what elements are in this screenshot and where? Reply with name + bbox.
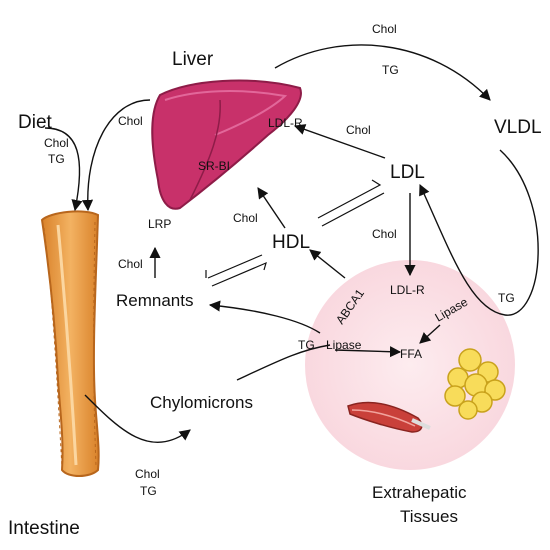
- liver-intestine-chol-label: Chol: [118, 114, 143, 128]
- ldl-tissue-chol-label: Chol: [372, 227, 397, 241]
- vldl-label: VLDL: [494, 117, 542, 138]
- hdl-liver-chol-label: Chol: [233, 211, 258, 225]
- hdl-label: HDL: [272, 232, 310, 253]
- intestine-chol-label: Chol: [135, 467, 160, 481]
- liver-icon: [151, 79, 302, 210]
- hdl-to-liver-arrow: [257, 187, 286, 229]
- lipase-to-ffa-arrow: [334, 346, 402, 358]
- ldl-label: LDL: [390, 162, 425, 183]
- diet-tg-label: TG: [48, 152, 65, 166]
- liver-to-vldl-arrow: [274, 44, 491, 101]
- srbi-label: SR-BI: [198, 159, 230, 173]
- ffa-label: FFA: [400, 347, 422, 361]
- vldl-ldl-tg-label: TG: [498, 291, 515, 305]
- intestine-label: Intestine: [8, 518, 80, 539]
- pathway-arrows: [44, 44, 539, 443]
- diet-label: Diet: [18, 112, 53, 133]
- ldl-to-liver-arrow: [293, 124, 386, 159]
- vldl-to-ldl-arrow: [419, 149, 539, 316]
- tissue-to-remnants-arrow: [208, 300, 321, 334]
- vldl-chol-label: Chol: [372, 22, 397, 36]
- chylomicron-tg-label: TG: [298, 338, 315, 352]
- ldlr-tissue-label: LDL-R: [390, 283, 425, 297]
- intestine-icon: [40, 210, 100, 477]
- chylomicron-to-lipase-line: [236, 344, 331, 381]
- tissues-label-line1: Extrahepatic: [372, 483, 467, 502]
- adipocyte-cluster-icon: [444, 348, 506, 420]
- liver-to-intestine-arrow: [81, 99, 151, 212]
- ldl-liver-chol-label: Chol: [346, 123, 371, 137]
- tissues-label-line2: Tissues: [400, 507, 458, 526]
- remnants-liver-chol-label: Chol: [118, 257, 143, 271]
- chylomicrons-label: Chylomicrons: [150, 393, 253, 412]
- tissue-lipase-arrow: [419, 324, 441, 344]
- intestine-tg-label: TG: [140, 484, 157, 498]
- tissue-to-hdl-arrow: [309, 249, 346, 279]
- muscle-tissue-icon: [347, 401, 431, 433]
- exchange-arrows: [205, 179, 385, 287]
- diet-to-intestine-arrow: [44, 127, 83, 212]
- vldl-tg-label: TG: [382, 63, 399, 77]
- ldlr-liver-label: LDL-R: [268, 116, 303, 130]
- remnants-label: Remnants: [116, 291, 193, 310]
- lrp-label: LRP: [148, 217, 171, 231]
- diet-chol-label: Chol: [44, 136, 69, 150]
- lipase-label: Lipase: [326, 338, 362, 352]
- intestine-to-chylomicrons-arrow: [84, 394, 191, 443]
- liver-label: Liver: [172, 49, 214, 70]
